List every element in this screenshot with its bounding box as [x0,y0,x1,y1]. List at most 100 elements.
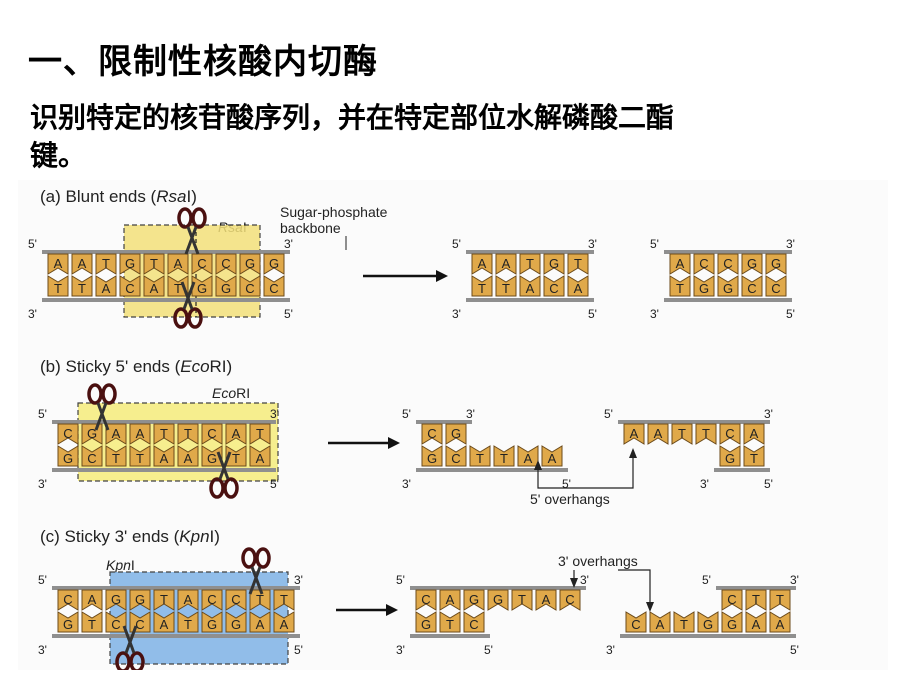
panel-c-fragment-left-bottom-base-letter: C [469,617,478,632]
panel-a-fragment-right-end-3-top: 3' [786,237,795,251]
panel-b-fragment-right-top-base-letter: A [630,426,639,441]
kpn-scissors-bottom-part [129,651,145,670]
panel-c-duplex-bottom-base [273,611,295,633]
panel-a-duplex-top-base-letter: A [78,256,87,271]
panel-a-duplex-top-base [95,253,117,275]
panel-c-fragment-right-bottom-base-letter: G [703,617,713,632]
eco-scissors-top-part [87,383,103,405]
panel-c-fragment-right-bottom-base [769,611,791,633]
panel-c-duplex-top-base [57,589,79,611]
panel-b-duplex-top-base [249,423,271,445]
panel-b-fragment-right-top-base-letter: A [750,426,759,441]
kpn-scissors-top [241,547,271,595]
panel-b-fragment-left-bottom-base-letter: G [427,451,437,466]
panel-c-duplex-bottom-base-letter: C [111,617,120,632]
panel-c-overhang-pointer-2-head [646,602,654,612]
backbone-label-2: backbone [280,220,341,236]
panel-c-duplex-top-base [225,589,247,611]
panel-b-duplex-top-base [129,423,151,445]
panel-a-fragment-right-top-base [693,253,715,275]
panel-c-overhang-pointer-2 [618,569,651,608]
panel-b-duplex-top-base-letter: T [256,426,264,441]
panel-b-enzyme-label: EcoRI [212,385,250,401]
panel-a-duplex-bottom-base [239,275,261,297]
panel-c-fragment-right-bottom-base [745,611,767,633]
panel-c-duplex-bottom-base-letter: T [184,617,192,632]
panel-b-duplex-top-base-letter: G [87,426,97,441]
panel-c-fragment-right-end-5-bottom: 5' [790,643,799,657]
panel-a-fragment-right-top-base [765,253,787,275]
panel-a-fragment-left-bottom-base-letter: T [478,281,486,296]
panel-a-fragment-right-bottom-base-letter: C [771,281,780,296]
panel-b-fragment-left-bottom-base-letter: A [548,451,557,466]
panel-a-fragment-left-bottom-base-letter: A [574,281,583,296]
panel-b-fragment-right-top-base-letter: A [654,426,663,441]
panel-c-fragment-right-bottom-base-letter: A [656,617,665,632]
panel-b-duplex-top-base-letter: T [160,426,168,441]
panel-b-duplex-bottom-base-letter: T [232,451,240,466]
panel-c-fragment-left-bottom-base [415,611,437,633]
eco-scissors-top [87,383,117,431]
panel-c-fragment-left-top-base-letter: A [542,592,551,607]
eco-scissors-top-part [101,383,117,405]
panel-b-fragment-right-end-3-bottom: 3' [700,477,709,491]
panel-b-caption: (b) Sticky 5' ends (EcoRI) [40,357,232,376]
panel-a-duplex-top-base [71,253,93,275]
panel-a-duplex-bottom-base-letter: A [102,281,111,296]
panel-c-fragment-left-top-base-letter: C [421,592,430,607]
panel-c-enzyme-label: KpnI [106,557,135,573]
panel-b-duplex-top-base-letter: T [184,426,192,441]
panel-c-duplex-bottom-base-letter: A [280,617,289,632]
panel-c-duplex-bottom-base-letter: T [88,617,96,632]
panel-b-duplex-top-base-letter: A [232,426,241,441]
panel-a-fragment-left-top-base [471,253,493,275]
panel-b-duplex-bottom-base [177,445,199,467]
rsa-scissors-bottom [173,281,203,329]
panel-b-duplex-bottom-base [201,445,223,467]
panel-c-duplex-top-base [249,589,271,611]
panel-a-fragment-right-top-base [741,253,763,275]
panel-c-duplex-bottom-base [57,611,79,633]
rsa-scissors-top-part [184,226,198,255]
panel-c-duplex-top-base-letter: A [88,592,97,607]
panel-b-duplex-end-3-bottom: 3' [38,477,47,491]
panel-a-duplex-bottom-base-letter: A [150,281,159,296]
panel-c-fragment-left-bottom-base [463,611,485,633]
panel-c-fragment-right-bottom-base-letter: G [727,617,737,632]
panel-b-fragment-left-top-base [445,423,467,445]
panel-a-duplex-top-base [119,253,141,275]
rsa-scissors-top-part [177,207,193,229]
panel-a-fragment-left-end-5-top: 5' [452,237,461,251]
panel-a-caption: (a) Blunt ends (RsaI) [40,187,197,206]
panel-b-duplex-top-base [177,423,199,445]
panel-b-duplex-bottom-base-letter: C [87,451,96,466]
panel-c-fragment-left-top-base [511,589,533,611]
rsa-scissors-bottom-part [187,307,203,329]
panel-a-fragment-left-bottom-base [519,275,541,297]
panel-c-fragment-right-bottom-base [697,611,719,633]
panel-a-fragment-right-bottom-base-letter: C [747,281,756,296]
panel-c-fragment-right-bottom-base-letter: C [631,617,640,632]
panel-b-duplex-bottom-base [129,445,151,467]
panel-c-fragment-right-end-5-top: 5' [702,573,711,587]
panel-b-duplex-bottom-base [81,445,103,467]
panel-c-duplex-end-5-bottom: 5' [294,643,303,657]
panel-a-duplex-top-base-letter: G [125,256,135,271]
panel-c-duplex-bottom-base [105,611,127,633]
panel-a-fragment-left-end-5-bottom: 5' [588,307,597,321]
panel-a-fragment-left-bottom-base-letter: T [502,281,510,296]
panel-c-fragment-left-bottom-base-letter: T [446,617,454,632]
panel-a-duplex-top-base-letter: T [150,256,158,271]
panel-c-fragment-left-bottom-base-letter: G [421,617,431,632]
rsa-scissors-bottom-part [180,281,194,310]
panel-b-fragment-left-bottom-base-letter: A [524,451,533,466]
panel-a-duplex-bottom-base [71,275,93,297]
panel-b-duplex-top-base [225,423,247,445]
panel-a-fragment-right-bottom-base-letter: T [676,281,684,296]
panel-a-duplex-top-base [167,253,189,275]
panel-b-fragment-left-end-5-top: 5' [402,407,411,421]
panel-a-duplex-top-base [215,253,237,275]
kpn-scissors-bottom [115,625,145,670]
panel-c-duplex-top-base-letter: C [207,592,216,607]
panel-c-fragment-left-top-base-letter: C [565,592,574,607]
